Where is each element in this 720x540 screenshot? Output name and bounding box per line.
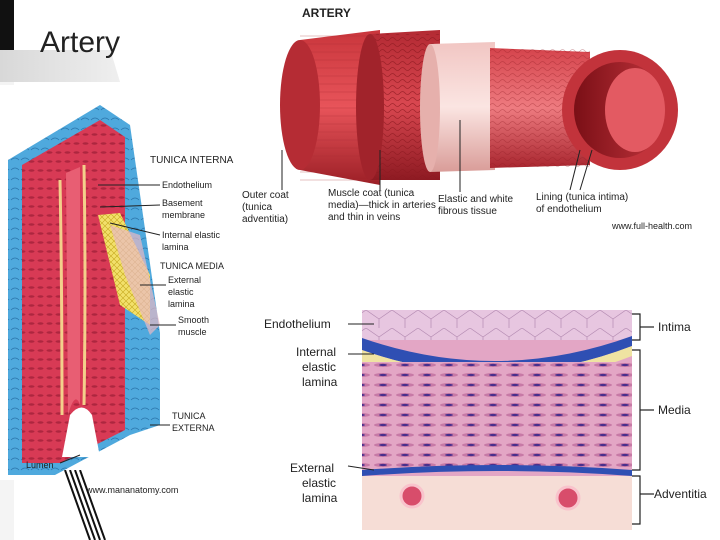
histology-external-label-2: elastic	[302, 476, 336, 490]
internal-elastic-lamina-label-1: Internal elastic	[162, 230, 221, 240]
elastic-label-2: fibrous tissue	[438, 206, 497, 217]
tunica-media-label: TUNICA MEDIA	[160, 261, 224, 271]
histology-internal-label-3: lamina	[302, 375, 338, 389]
muscle-coat-label-1: Muscle coat (tunica	[328, 188, 415, 199]
muscle-coat-label-2: media)—thick in arteries	[328, 200, 436, 211]
slide-title: Artery	[40, 26, 121, 59]
smooth-muscle-label-1: Smooth	[178, 315, 209, 325]
adventitia-label: Adventitia	[654, 487, 707, 501]
histology-endothelium-label: Endothelium	[264, 317, 331, 331]
outer-coat-label-2: (tunica	[242, 202, 272, 213]
histology-external-label-3: lamina	[302, 491, 338, 505]
histology-internal-label-1: Internal	[296, 345, 336, 359]
internal-elastic-lamina-label-2: lamina	[162, 242, 189, 252]
basement-membrane-label-1: Basement	[162, 198, 203, 208]
tunica-externa-label-2: EXTERNA	[172, 423, 215, 433]
lumen-label: Lumen	[26, 460, 54, 470]
tunica-interna-label: TUNICA INTERNA	[150, 155, 234, 166]
decorative-stripes	[64, 470, 106, 540]
cross-section-credit: www.mananatomy.com	[86, 485, 179, 495]
outer-coat-label-1: Outer coat	[242, 190, 289, 201]
histology-external-label-1: External	[290, 461, 334, 475]
elastic-label-1: Elastic and white	[438, 194, 513, 205]
tunica-externa-label-1: TUNICA	[172, 411, 206, 421]
histology-internal-label-2: elastic	[302, 360, 336, 374]
external-elastic-lamina-label-3: lamina	[168, 299, 195, 309]
basement-membrane-label-2: membrane	[162, 210, 205, 220]
external-elastic-lamina-label-2: elastic	[168, 287, 194, 297]
corner-accent	[0, 0, 14, 56]
endothelium-label: Endothelium	[162, 180, 212, 190]
outer-coat-label-3: adventitia)	[242, 214, 288, 225]
media-label: Media	[658, 403, 691, 417]
artery-heading: ARTERY	[302, 6, 351, 20]
lining-label-1: Lining (tunica intima)	[536, 192, 628, 203]
muscle-coat-label-3: and thin in veins	[328, 212, 400, 223]
external-elastic-lamina-label-1: External	[168, 275, 201, 285]
lumen-shape	[62, 407, 100, 457]
elastic-layer	[430, 42, 495, 172]
lining-label-2: of endothelium	[536, 204, 602, 215]
artery-credit: www.full-health.com	[612, 221, 693, 231]
cross-section-figure: TUNICA INTERNA Endothelium Basement memb…	[0, 85, 240, 480]
histology-figure: Endothelium Internal elastic lamina Exte…	[262, 310, 720, 530]
artery-layers-figure: ARTERY Outer coat (tunica adventitia) Mu…	[240, 0, 720, 235]
title-accent-band	[0, 50, 120, 82]
external-elastic-lamina-band	[362, 465, 632, 476]
intima-label: Intima	[658, 320, 691, 334]
media-cells	[362, 362, 632, 472]
smooth-muscle-label-2: muscle	[178, 327, 207, 337]
